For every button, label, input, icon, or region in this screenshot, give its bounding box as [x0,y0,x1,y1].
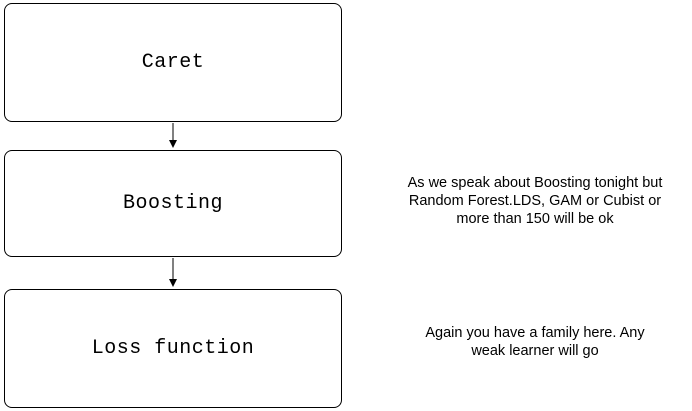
node-boosting-label: Boosting [122,192,223,215]
arrowhead-icon [169,279,177,287]
note-boosting-line: more than 150 will be ok [456,211,614,227]
node-caret-label: Caret [141,51,205,74]
node-loss-function-label: Loss function [91,337,255,360]
node-loss-function: Loss function [4,289,342,408]
node-caret: Caret [4,3,342,122]
note-loss-function-line: Again you have a family here. Any [425,325,645,341]
edge-caret-to-boosting [169,123,177,148]
node-boosting: Boosting [4,150,342,257]
arrowhead-icon [169,140,177,148]
note-boosting: As we speak about Boosting tonight but R… [385,174,685,228]
note-boosting-line: Random Forest.LDS, GAM or Cubist or [408,193,662,209]
edge-boosting-to-loss [169,258,177,287]
note-loss-function: Again you have a family here. Any weak l… [395,324,675,360]
note-boosting-line: As we speak about Boosting tonight but [407,175,663,191]
note-loss-function-line: weak learner will go [471,343,599,359]
